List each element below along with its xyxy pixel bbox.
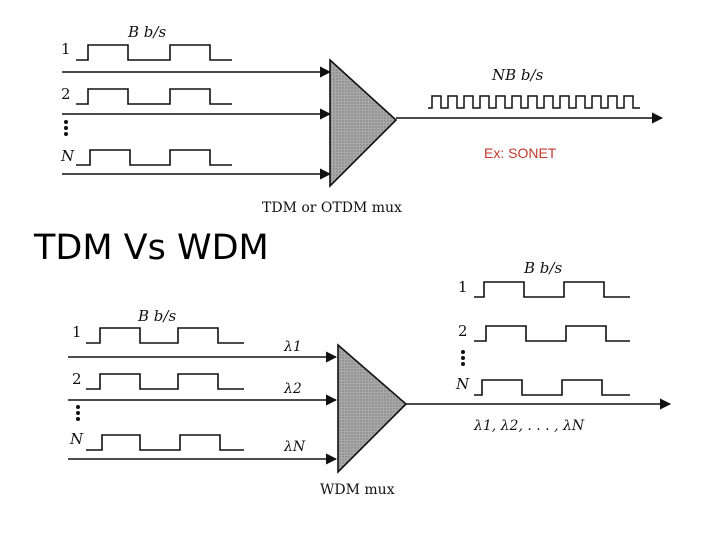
tdm-output-rate-label: NB b/s [491, 66, 544, 84]
wdm-output-channel-2-label: 2 [458, 322, 468, 340]
wdm-channel-n-pulse-train [86, 434, 244, 451]
wdm-output-rate-label: B b/s [523, 259, 562, 277]
tdm-channel-1-pulse-train [76, 44, 232, 61]
wdm-caption: WDM mux [320, 482, 395, 498]
wdm-output-channel-n-pulse-train [474, 379, 630, 396]
wdm-wavelength-n-label: λN [283, 439, 306, 455]
wdm-output-channel-2-pulse-train [474, 325, 630, 342]
wdm-output-channel-1-pulse-train [474, 281, 630, 298]
tdm-channel-n-label: N [60, 147, 75, 165]
tdm-mux-triangle [329, 58, 398, 188]
wdm-output-channel-1-label: 1 [458, 278, 468, 296]
wdm-channel-1-pulse-train [86, 327, 244, 344]
tdm-diagram: B b/s 1 2 N NB b/s [60, 23, 664, 216]
wdm-channel-1-label: 1 [72, 323, 82, 341]
tdm-channel-n-pulse-train [76, 149, 232, 166]
tdm-channel-2-label: 2 [61, 85, 71, 103]
wdm-channel-n-label: N [69, 430, 84, 448]
tdm-input-rate-label: B b/s [127, 23, 166, 41]
wdm-mux-triangle [337, 343, 408, 474]
wdm-wavelength-1-label: λ1 [283, 339, 302, 355]
wdm-input-rate-label: B b/s [137, 307, 176, 325]
wdm-ellipsis-icon [76, 405, 80, 421]
wdm-wavelength-2-label: λ2 [283, 381, 302, 397]
tdm-caption: TDM or OTDM mux [262, 200, 402, 216]
example-note: Ex: SONET [484, 145, 557, 161]
wdm-output-channel-n-label: N [455, 375, 470, 393]
wdm-combined-output-label: λ1, λ2, . . . , λN [473, 418, 585, 434]
tdm-channel-1-label: 1 [61, 40, 71, 58]
tdm-ellipsis-icon [64, 120, 68, 136]
tdm-output-pulse-train [428, 95, 640, 109]
wdm-output-ellipsis-icon [461, 350, 465, 366]
wdm-diagram: B b/s 1 λ1 2 λ2 N λN [68, 259, 672, 498]
wdm-channel-2-label: 2 [72, 370, 82, 388]
slide-title: TDM Vs WDM [34, 228, 269, 268]
wdm-channel-2-pulse-train [86, 373, 244, 390]
tdm-channel-2-pulse-train [76, 88, 232, 105]
